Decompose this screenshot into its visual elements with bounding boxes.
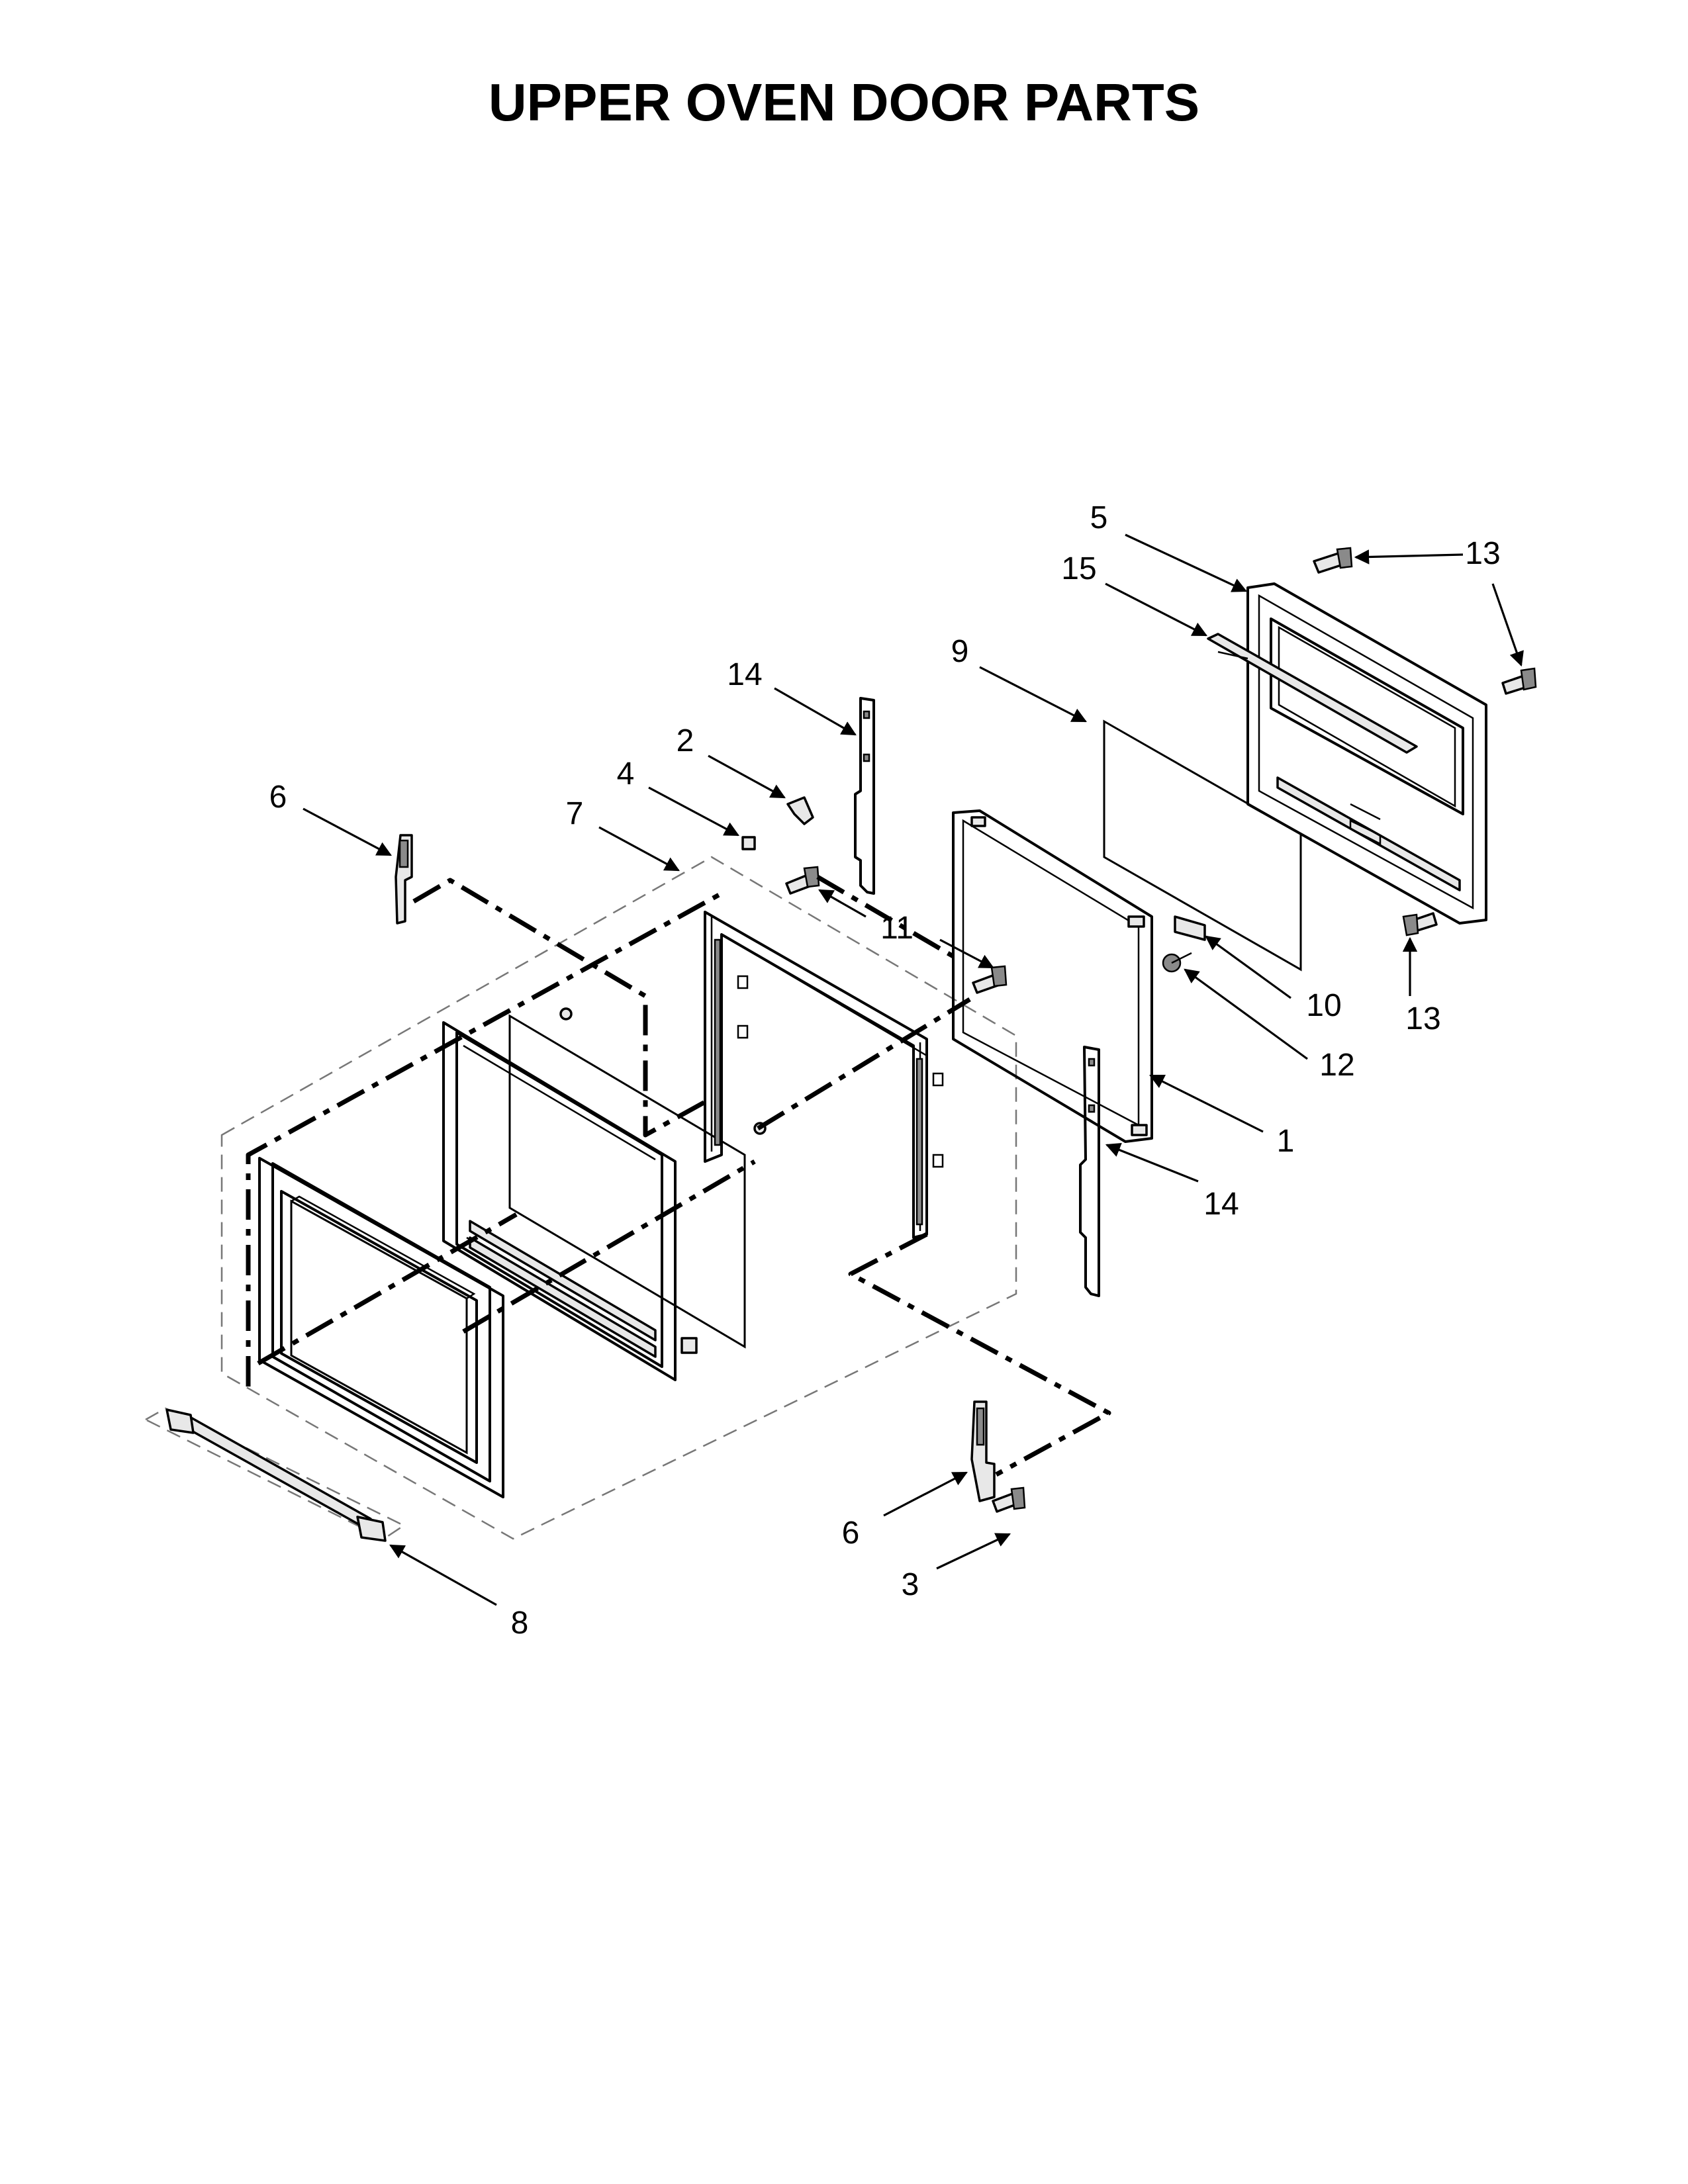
callout-14-upper: 14 <box>727 657 762 692</box>
leader-lines <box>303 533 1524 1606</box>
screw-13-bottom <box>1402 912 1438 936</box>
callout-6-upper: 6 <box>269 780 287 815</box>
part-9-glass-panel <box>1103 719 1302 972</box>
assembly-envelope <box>220 856 1017 1540</box>
callout-11: 11 <box>880 911 914 946</box>
part-11-screws <box>785 866 1008 994</box>
callout-12: 12 <box>1319 1048 1354 1083</box>
callout-13-bottom: 13 <box>1405 1001 1440 1036</box>
door-side-frame <box>704 911 944 1239</box>
part-6-hinge-lower <box>970 1400 996 1502</box>
part-13-screws <box>1313 547 1537 936</box>
part-12-screw <box>1162 952 1192 973</box>
callout-14-lower: 14 <box>1203 1187 1239 1222</box>
callout-8: 8 <box>511 1606 529 1641</box>
page-title: UPPER OVEN DOOR PARTS <box>489 73 1199 132</box>
callout-9: 9 <box>951 634 969 669</box>
part-3-screw <box>992 1486 1026 1513</box>
callout-1: 1 <box>1277 1124 1295 1159</box>
part-15-deflector <box>1207 633 1418 754</box>
part-10-bracket <box>1174 915 1206 941</box>
assembly-lines <box>246 874 1111 1477</box>
part-2-clip <box>786 796 814 825</box>
callout-10: 10 <box>1306 988 1341 1023</box>
callout-6-lower: 6 <box>842 1516 860 1551</box>
callout-15: 15 <box>1061 551 1096 586</box>
screw-13-right <box>1501 667 1537 695</box>
callout-5: 5 <box>1090 500 1108 535</box>
door-inner-frame <box>442 1021 698 1381</box>
part-4-clip <box>741 836 756 850</box>
part-8-door-handle <box>144 1407 406 1542</box>
callout-7: 7 <box>566 796 584 831</box>
part-6-hinge-upper <box>395 834 413 925</box>
part-1-inner-frame <box>952 809 1153 1143</box>
callout-3: 3 <box>902 1567 919 1602</box>
callout-13-top: 13 <box>1465 536 1500 571</box>
screw-13-top <box>1313 547 1353 574</box>
outer-door-panel <box>258 1157 504 1498</box>
part-5-rear-panel <box>1246 582 1487 925</box>
screw-11-upper <box>785 866 820 895</box>
callout-2: 2 <box>677 723 694 758</box>
part-14-trim-lower <box>1079 1046 1100 1297</box>
callout-labels: 5 15 13 9 14 2 4 6 7 11 10 13 12 1 14 6 … <box>269 500 1501 1641</box>
callout-4: 4 <box>617 756 635 792</box>
part-14-trim-upper <box>854 697 875 895</box>
screw-11-lower <box>972 965 1008 994</box>
